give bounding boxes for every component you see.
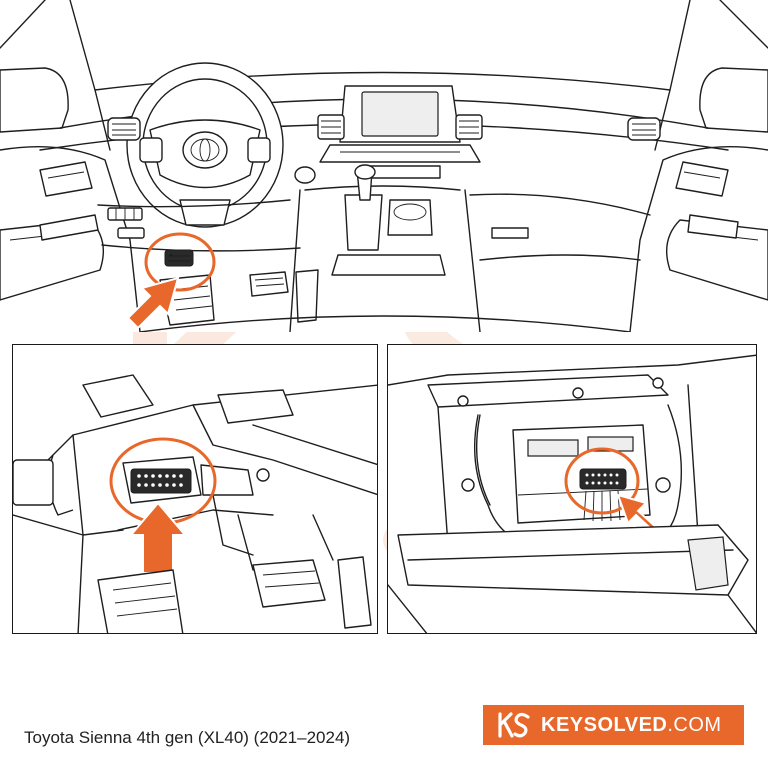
under-dash-closeup-panel [12,344,378,634]
vehicle-caption: Toyota Sienna 4th gen (XL40) (2021–2024) [24,728,351,747]
obd-pins-closeup [137,474,183,487]
glovebox-connector-pins [585,473,619,485]
orange-arrow-up-icon [128,501,188,574]
brand-domain: .COM [667,713,722,736]
dashboard-overview-panel [0,0,768,332]
glovebox-connector-highlight-ring [564,447,640,515]
glovebox-illustration [388,354,756,633]
orange-arrow-icon [126,276,180,330]
glovebox-closeup-panel [387,344,757,634]
under-dash-illustration [13,374,377,633]
ks-logo-icon [498,712,530,738]
brand-wordmark: KEYSOLVED.COM [541,714,722,737]
obd-highlight-ring [144,232,216,292]
brand-name: KEYSOLVED [541,713,668,736]
dashboard-overview-illustration [0,0,768,332]
keysolved-brand-badge[interactable]: KEYSOLVED.COM [483,705,744,745]
